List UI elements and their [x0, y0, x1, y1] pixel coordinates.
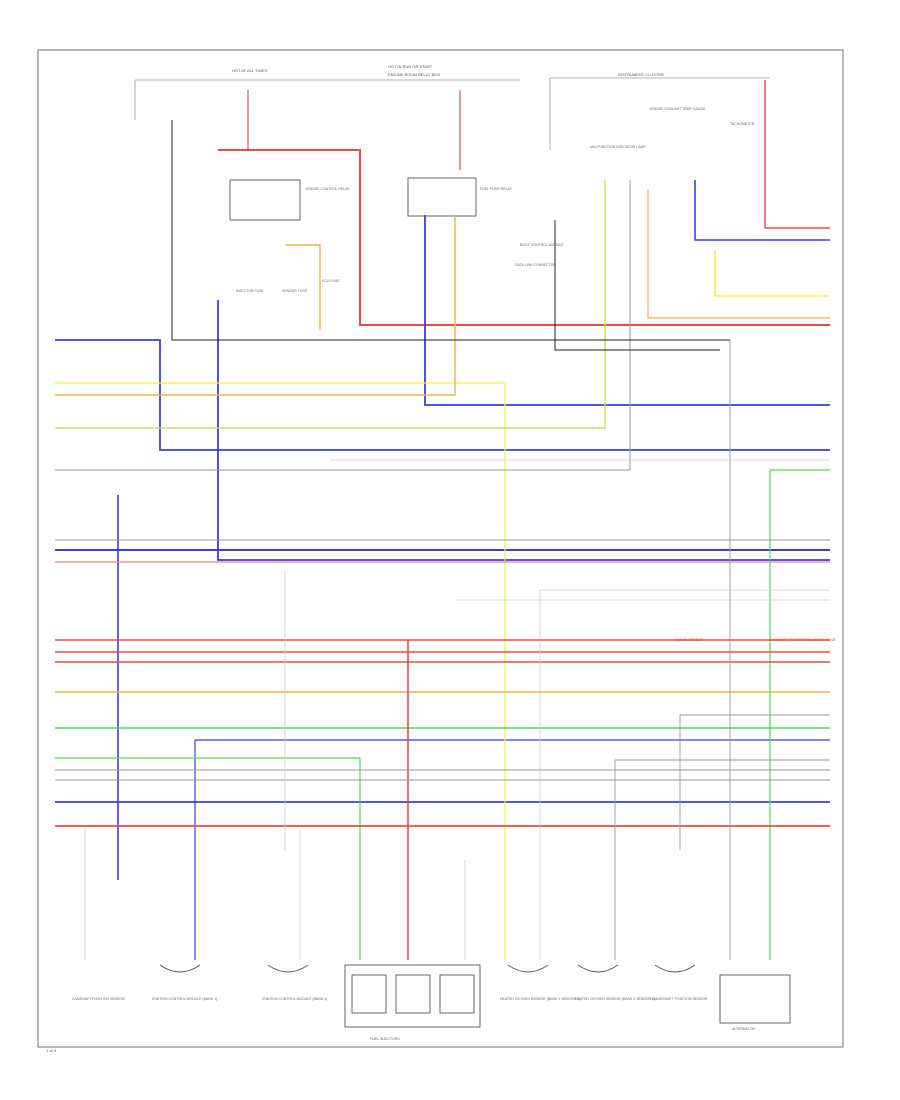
alternator	[719, 974, 791, 1024]
tachometer-label: TACHOMETER	[730, 122, 755, 126]
wire-yellow-green-20	[55, 180, 606, 429]
top-bus-lines	[134, 77, 770, 150]
fuel-injector-2	[395, 974, 431, 1014]
wire-blue-6	[424, 215, 830, 406]
hot-at-all-times-label: HOT AT ALL TIMES	[232, 68, 267, 73]
camshaft-position-sensor-label: CAMSHAFT POSITION SENSOR	[72, 997, 125, 1001]
wire-orange-19	[647, 190, 830, 319]
ig-control-bank2-label: IGNITION CONTROL MODULE (BANK 2)	[262, 997, 327, 1001]
fuel-injector-3	[439, 974, 475, 1014]
heated-oxygen-sensor-1-symbol	[507, 964, 549, 973]
wire-black-38	[171, 120, 730, 341]
ecu-fuse-label: ECU FUSE	[322, 279, 340, 283]
wire-orange-16	[55, 215, 456, 396]
wire-red-1	[218, 149, 830, 326]
engine-control-relay-label: ENGINE CONTROL RELAY	[306, 187, 350, 191]
crankshaft-position-sensor-label: CRANKSHAFT POSITION SENSOR	[650, 997, 708, 1001]
wire-gray-31	[55, 180, 631, 471]
wire-green-24	[55, 757, 361, 960]
alternator-label: ALTERNATOR	[732, 1027, 755, 1031]
ig-control-bank1-label: IGNITION CONTROL MODULE (BANK 1)	[152, 997, 217, 1001]
ig-control-bank1-symbol	[159, 964, 201, 973]
wire-black-39	[554, 220, 720, 351]
data-link-connector-label: DATA LINK CONNECTOR	[515, 263, 556, 267]
instrument-cluster-label: INSTRUMENT CLUSTER	[618, 72, 664, 77]
wire-gray-36	[679, 714, 830, 850]
heated-oxygen-sensor-2-symbol	[577, 964, 619, 973]
fuel-injector-1	[351, 974, 387, 1014]
wire-red-4	[764, 80, 830, 229]
wire-blue-5	[694, 180, 830, 241]
fuel-pump-relay-label: FUEL PUMP RELAY	[480, 187, 513, 191]
sensor-fuse-label: SENSOR FUSE	[282, 289, 308, 293]
body-control-module-label: BODY CONTROL MODULE	[520, 243, 564, 247]
hot-in-run-start-label: HOT IN RUN OR START	[388, 64, 433, 69]
heated-oxygen-sensor-1-label: HEATED OXYGEN SENSOR (BANK 1 SENSOR 1)	[500, 997, 580, 1001]
crankshaft-position-sensor-symbol	[654, 964, 696, 973]
wire-orange-18	[285, 244, 321, 330]
engine-room-relay-box-label: ENGINE ROOM RELAY BOX	[388, 72, 441, 77]
fuel-injectors-label: FUEL INJECTORS	[370, 1037, 400, 1041]
diagram-frame	[37, 49, 844, 1048]
wire-blue-9	[217, 300, 830, 561]
injector-fuse-label: INJECTOR FUSE	[236, 289, 264, 293]
fuel-pump-relay	[407, 177, 477, 217]
engine-coolant-temp-gauge-label: ENGINE COOLANT TEMP GAUGE	[650, 107, 706, 111]
wire-harness	[55, 80, 830, 960]
wire-light-43	[539, 589, 830, 960]
wire-gray-35	[614, 759, 830, 960]
engine-control-relay	[229, 179, 301, 221]
wire-yellow-14	[714, 250, 830, 297]
heated-oxygen-sensor-2-label: HEATED OXYGEN SENSOR (BANK 2 SENSOR 1)	[575, 997, 655, 1001]
wire-yellow-15	[55, 382, 506, 960]
mil-label: MALFUNCTION INDICATOR LAMP	[590, 145, 646, 149]
ig-control-bank2-symbol	[267, 964, 309, 973]
page-number: 1 of 3	[46, 1048, 57, 1053]
